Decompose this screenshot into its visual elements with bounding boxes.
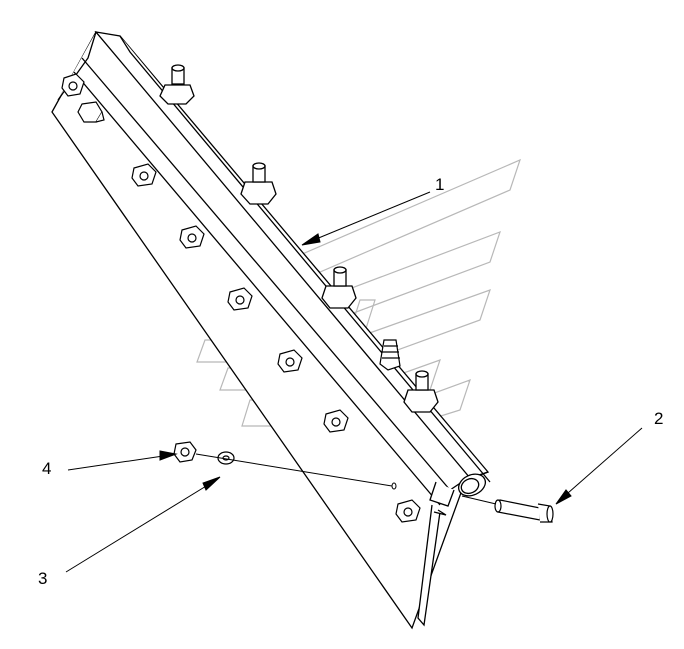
leader-lines bbox=[65, 191, 643, 573]
knob-4 bbox=[403, 370, 439, 413]
knob-1 bbox=[159, 64, 195, 105]
loose-nut bbox=[173, 441, 197, 463]
nut-d bbox=[179, 225, 205, 249]
nut-a bbox=[61, 73, 85, 97]
bolt bbox=[461, 495, 554, 523]
knob-2 bbox=[240, 162, 277, 205]
assembly-axis-line bbox=[195, 453, 393, 487]
hose-fitting bbox=[379, 339, 401, 371]
nut-row bbox=[61, 73, 421, 523]
callout-3: 3 bbox=[38, 569, 47, 588]
mounting-plate bbox=[51, 30, 471, 630]
nut-f bbox=[277, 349, 303, 373]
knob-group bbox=[159, 64, 439, 413]
nut-c bbox=[131, 163, 157, 187]
nut-h bbox=[395, 499, 421, 523]
nut-e bbox=[227, 287, 253, 311]
callout-4: 4 bbox=[42, 459, 51, 478]
knob-3 bbox=[321, 266, 357, 309]
nut-b bbox=[77, 101, 105, 123]
nut-g bbox=[323, 409, 349, 433]
callout-2: 2 bbox=[654, 409, 663, 428]
callout-1: 1 bbox=[435, 175, 444, 194]
